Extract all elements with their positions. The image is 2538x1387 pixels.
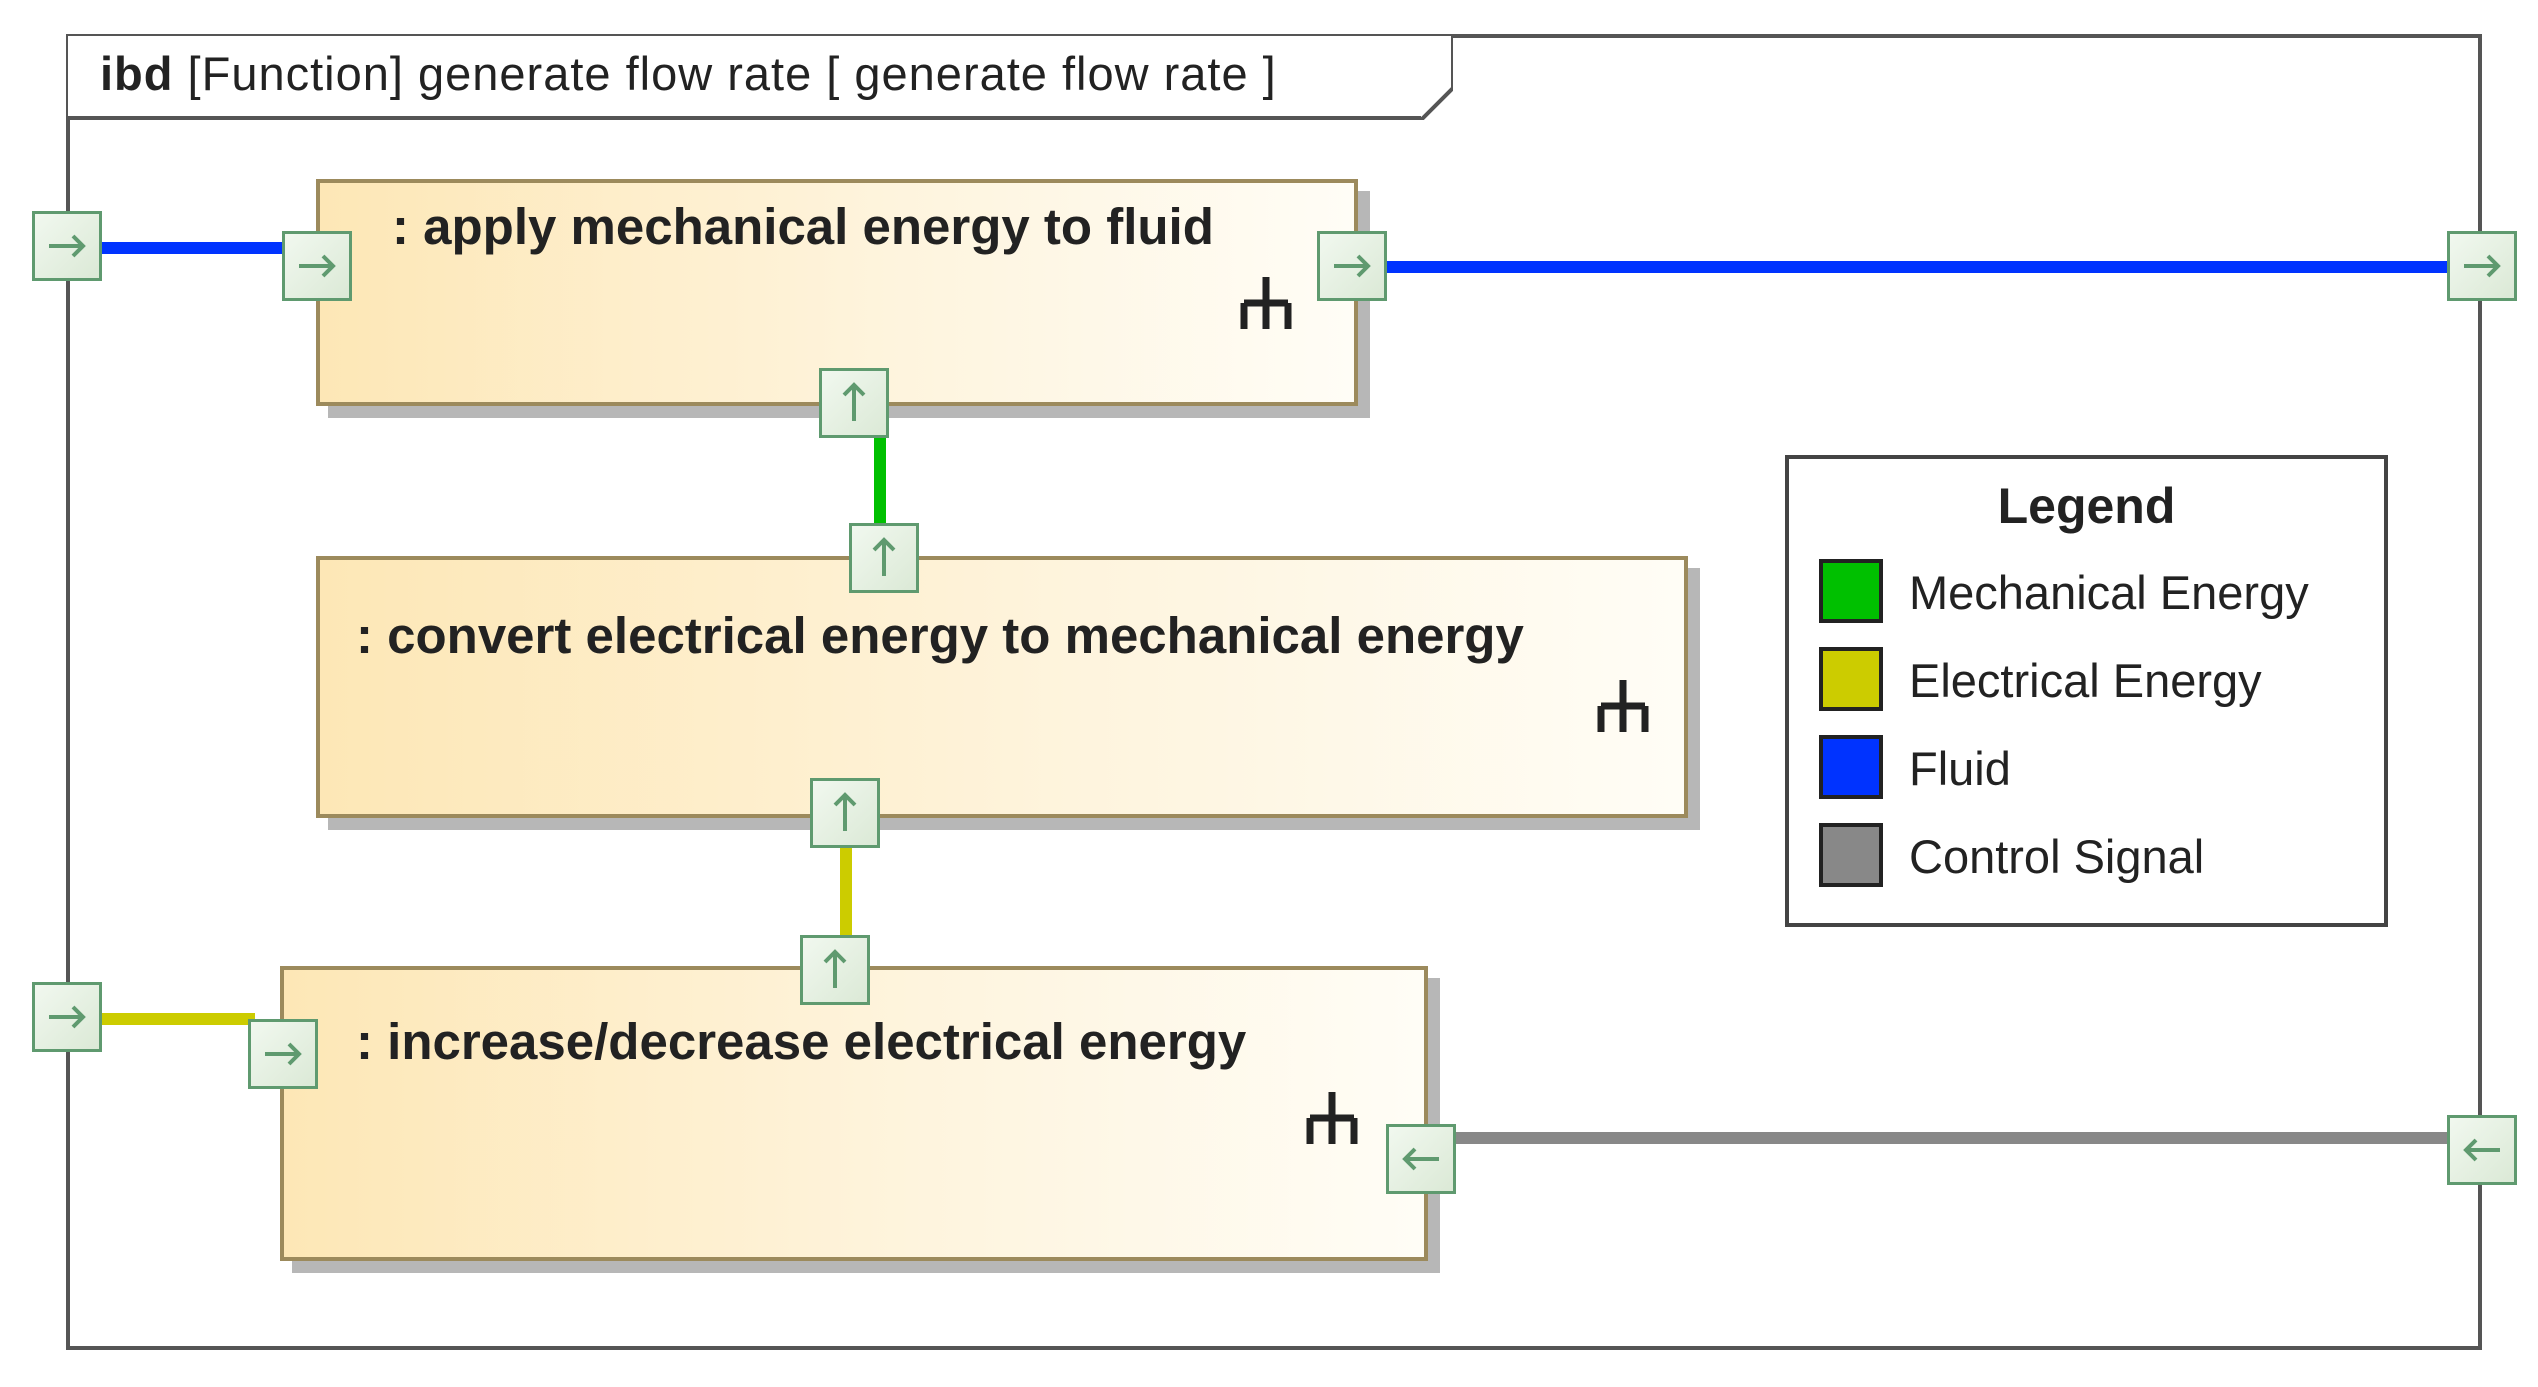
frame-title: ibd [Function] generate flow rate [ gene… [100, 46, 1277, 101]
port-apply-out[interactable] [1317, 231, 1387, 301]
arrow-right-icon [49, 234, 86, 258]
block-title: : apply mechanical energy to fluid [392, 198, 1214, 255]
port-apply-in[interactable] [282, 231, 352, 301]
arrow-right-icon [265, 1042, 302, 1066]
port-frame-right-bottom[interactable] [2447, 1115, 2517, 1185]
arrow-up-icon [842, 382, 866, 421]
arrow-right-icon [1334, 254, 1371, 278]
block-title: : convert electrical energy to mechanica… [356, 607, 1524, 664]
arrow-up-icon [833, 792, 857, 831]
arrow-right-icon [49, 1005, 86, 1029]
rake-icon [1597, 680, 1649, 732]
port-frame-left-top[interactable] [32, 211, 102, 281]
arrow-up-icon [872, 537, 896, 576]
arrow-right-icon [299, 254, 336, 278]
legend: Legend Mechanical Energy Electrical Ener… [1785, 455, 2388, 927]
rake-icon [1240, 277, 1292, 329]
arrow-up-icon [823, 949, 847, 988]
arrow-left-icon [1402, 1147, 1439, 1171]
port-increase-top[interactable] [800, 935, 870, 1005]
port-increase-right[interactable] [1386, 1124, 1456, 1194]
rake-icon [1306, 1092, 1358, 1144]
legend-label: Electrical Energy [1909, 654, 2262, 707]
legend-swatch [1819, 735, 1883, 799]
frame-label: [Function] generate flow rate [ generate… [187, 47, 1277, 100]
legend-swatch [1819, 559, 1883, 623]
legend-swatch [1819, 823, 1883, 887]
arrow-right-icon [2464, 254, 2501, 278]
port-frame-right-top[interactable] [2447, 231, 2517, 301]
port-increase-in[interactable] [248, 1019, 318, 1089]
legend-label: Mechanical Energy [1909, 566, 2309, 619]
port-convert-top[interactable] [849, 523, 919, 593]
port-apply-bottom[interactable] [819, 368, 889, 438]
legend-title: Legend [1997, 478, 2176, 534]
frame-kind: ibd [100, 47, 174, 100]
port-frame-left-bottom[interactable] [32, 982, 102, 1052]
arrow-left-icon [2463, 1138, 2500, 1162]
port-convert-bottom[interactable] [810, 778, 880, 848]
legend-label: Fluid [1909, 742, 2011, 795]
legend-label: Control Signal [1909, 830, 2205, 883]
block-title: : increase/decrease electrical energy [356, 1013, 1247, 1070]
block-convert-electrical-energy[interactable]: : convert electrical energy to mechanica… [316, 556, 1688, 818]
frame-tab [66, 34, 1453, 120]
block-increase-decrease-electrical-energy[interactable]: : increase/decrease electrical energy [280, 966, 1428, 1261]
legend-swatch [1819, 647, 1883, 711]
